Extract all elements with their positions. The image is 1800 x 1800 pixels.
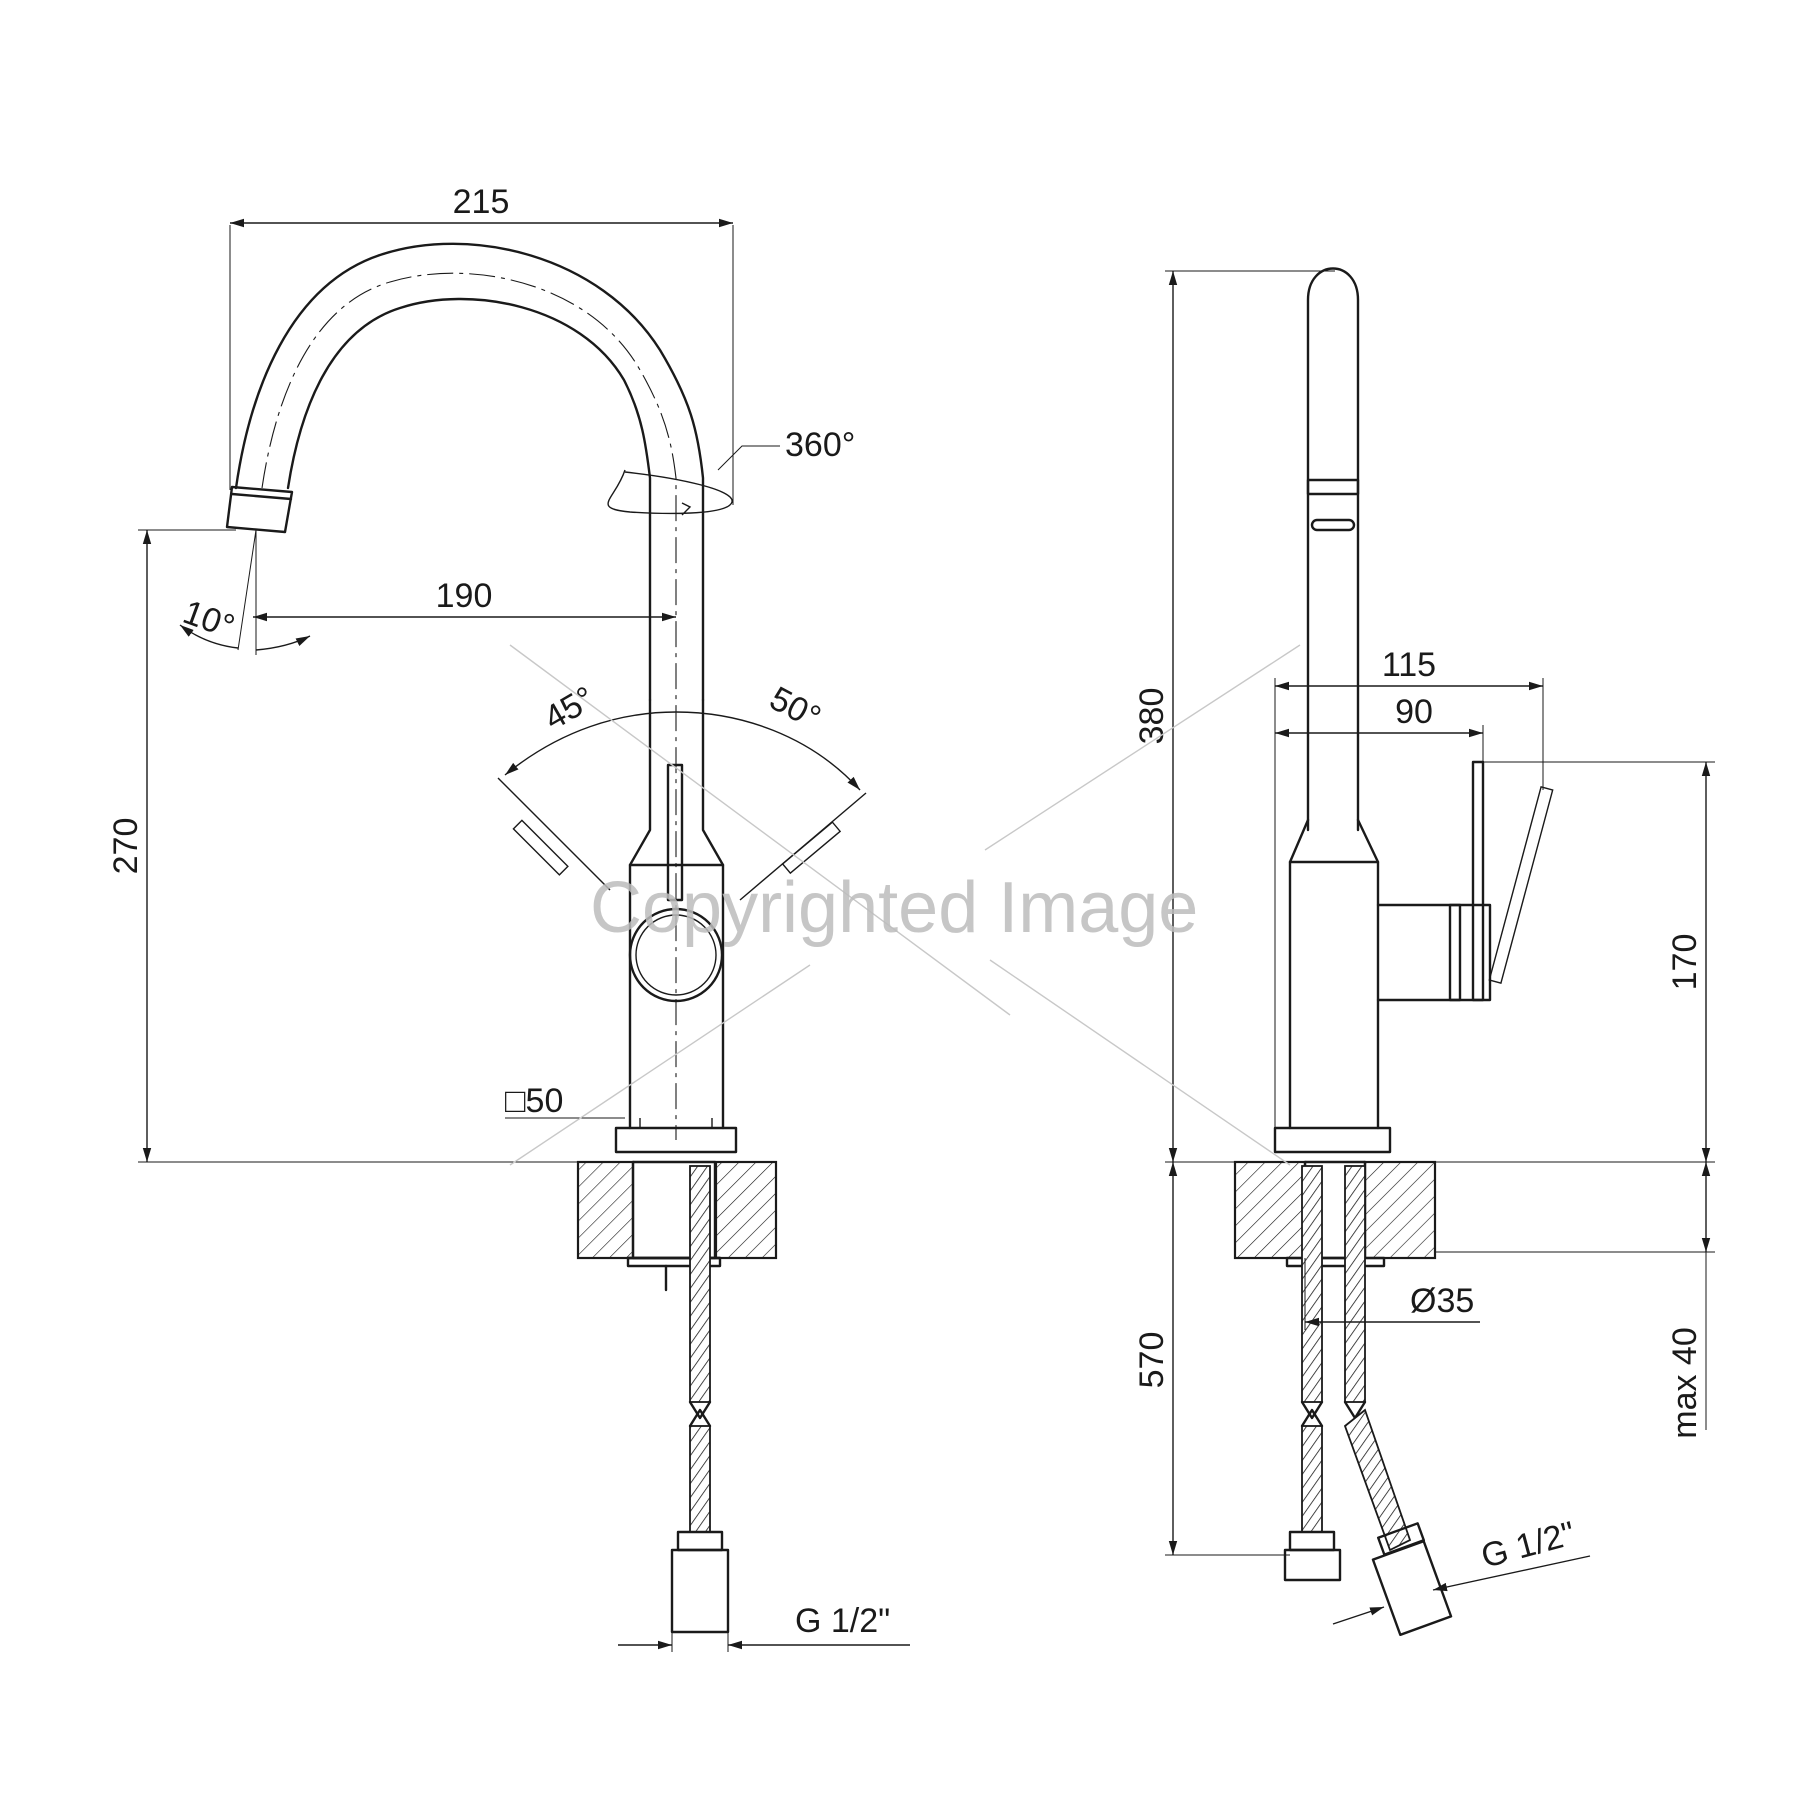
side-backnut — [1285, 1256, 1386, 1268]
swivel-angle-label: 360° — [785, 426, 855, 464]
spout-angle-line — [237, 529, 257, 651]
spout-centerline — [261, 272, 677, 1140]
front-thread-label: G 1/2" — [795, 1602, 890, 1640]
lever-right-position — [781, 821, 842, 875]
side-cartridge — [1448, 903, 1492, 1002]
side-hose-right-upper — [1344, 1165, 1366, 1403]
watermark: Copyrighted Image — [509, 644, 1301, 1166]
hose-lower — [689, 1425, 711, 1533]
side-hose-left-upper — [1301, 1165, 1323, 1403]
cartridge-knob-inner — [635, 914, 717, 996]
aerator-ring — [230, 492, 293, 501]
lever-angle-left-label: 45° — [538, 679, 602, 738]
lever-angle-right-label: 50° — [764, 679, 827, 737]
hose-break-lower — [688, 1408, 712, 1428]
dim-190-label: 190 — [436, 577, 493, 615]
swivel-leader — [717, 445, 780, 471]
spout-angle-arc-right — [255, 635, 311, 651]
side-base — [1273, 1126, 1392, 1154]
front-view — [225, 242, 867, 1634]
spout-outer-arc — [234, 242, 705, 702]
base-size-label: □50 — [505, 1082, 563, 1120]
swivel-ellipse — [607, 469, 733, 515]
side-thread-dim-right — [1432, 1555, 1591, 1592]
side-aerator — [1306, 478, 1360, 496]
spout-inner-arc — [286, 297, 652, 702]
aerator — [225, 485, 294, 534]
side-countertop-right — [1363, 1160, 1437, 1260]
dim-570-label: 570 — [1133, 1332, 1171, 1389]
backnut-plate — [626, 1256, 722, 1268]
countertop-left — [576, 1160, 635, 1260]
side-hose-break-lower — [1300, 1408, 1324, 1428]
dim-215-label: 215 — [453, 183, 510, 221]
side-body-collar — [1288, 818, 1380, 1130]
dim-170-label: 170 — [1666, 934, 1704, 991]
dim-max40-label: max 40 — [1666, 1327, 1704, 1439]
side-dimensions: 380 570 115 90 170 max 40 Ø35 G 1/2" — [1133, 270, 1715, 1625]
hose-nut — [676, 1530, 724, 1552]
side-lever-swung — [1488, 785, 1554, 985]
side-hose-left-fitting — [1283, 1548, 1342, 1582]
base-plate — [614, 1126, 738, 1154]
spout-angle-label: 10° — [178, 593, 239, 646]
side-lever — [1471, 760, 1485, 1002]
side-thread-label: G 1/2" — [1477, 1514, 1579, 1575]
lever-left-position — [512, 819, 569, 876]
lever-swing-arc — [504, 711, 861, 791]
side-view — [1233, 267, 1554, 1637]
countertop-right — [714, 1160, 778, 1260]
side-hose-right-bent — [1343, 1408, 1412, 1552]
side-lever-housing — [1376, 903, 1462, 1002]
dim-270-label: 270 — [107, 818, 145, 875]
side-hose-right-fitting — [1371, 1539, 1453, 1637]
hose-break-upper — [688, 1400, 712, 1420]
watermark-line — [989, 959, 1291, 1166]
side-hose-left-lower — [1301, 1425, 1323, 1533]
dim-hole-label: Ø35 — [1410, 1282, 1474, 1320]
lever-left-limit — [497, 777, 611, 891]
swivel-arrow — [681, 502, 692, 516]
side-hose-left-nut — [1288, 1530, 1336, 1552]
watermark-line — [509, 964, 811, 1166]
cartridge-knob — [628, 907, 724, 1003]
spout-angle-arc-left — [179, 624, 239, 649]
dim-115-label: 115 — [1382, 646, 1436, 684]
side-countertop-left — [1233, 1160, 1307, 1260]
dim-380-label: 380 — [1133, 688, 1171, 745]
watermark-line — [984, 644, 1301, 851]
dim-90-label: 90 — [1395, 693, 1433, 731]
hose-upper — [689, 1165, 711, 1403]
side-aerator-outlet — [1310, 518, 1356, 532]
watermark-line — [509, 644, 1011, 1016]
watermark-text: Copyrighted Image — [590, 868, 1198, 948]
side-spout — [1306, 267, 1360, 832]
hose-fitting — [670, 1548, 730, 1634]
side-thread-dim-left — [1332, 1606, 1385, 1625]
